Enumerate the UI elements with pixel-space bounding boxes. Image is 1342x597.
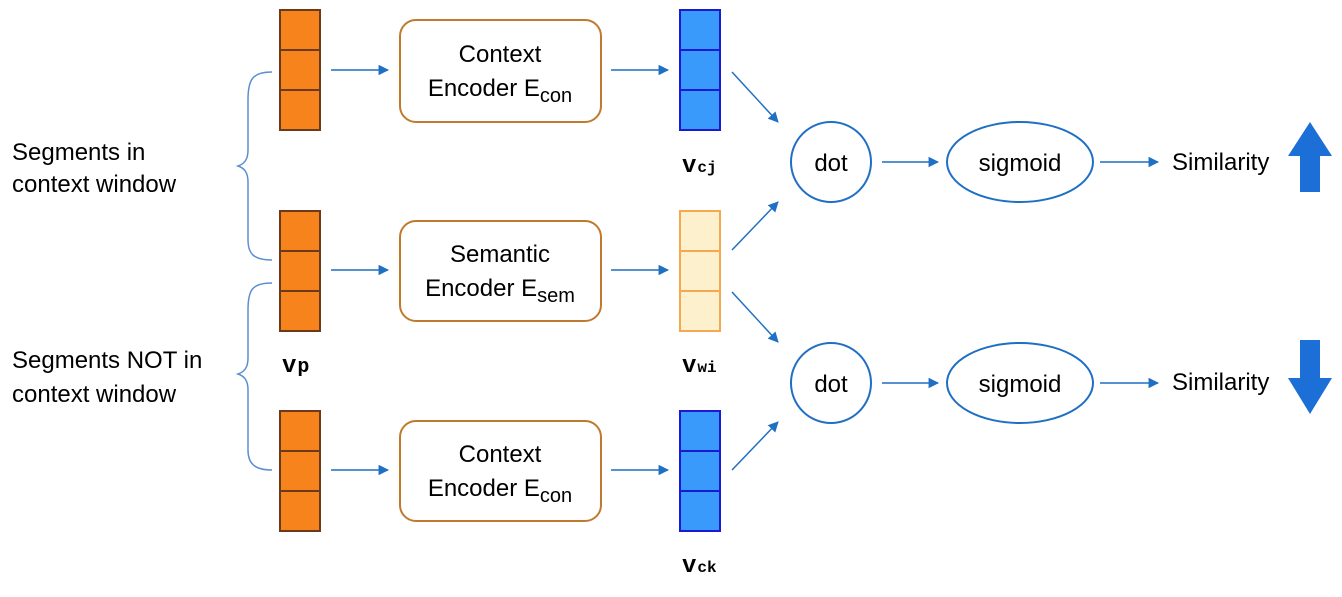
arrow-vwi-to-dot-bottom: [731, 291, 779, 343]
encoder-middle-line1: Semantic: [450, 241, 550, 268]
sigmoid-node-top: sigmoid: [946, 121, 1094, 203]
context-encoder-bottom: Context Encoder Econ: [399, 420, 602, 522]
dot-top-label: dot: [814, 150, 848, 177]
sigmoid-top-label: sigmoid: [979, 150, 1062, 177]
context-encoder-top: Context Encoder Econ: [399, 19, 602, 123]
context-vector-ck: [679, 410, 721, 532]
similarity-top-label: Similarity: [1172, 149, 1269, 176]
in-window-label-line1: Segments in: [12, 139, 145, 166]
input-vector-middle: [279, 210, 321, 332]
brace-not-in-window: [235, 282, 273, 471]
in-window-label-line2: context window: [12, 171, 177, 198]
sigmoid-node-bottom: sigmoid: [946, 342, 1094, 424]
dot-bottom-label: dot: [814, 371, 848, 398]
encoder-bottom-line2: Encoder Econ: [428, 475, 572, 507]
input-vector-label: vp: [282, 353, 309, 380]
dot-node-top: dot: [790, 121, 872, 203]
not-in-window-label-line1: Segments NOT in: [12, 347, 202, 374]
context-vector-cj: [679, 9, 721, 131]
sigmoid-bottom-label: sigmoid: [979, 371, 1062, 398]
vector-ck-label: vck: [682, 553, 717, 580]
arrow-vwi-to-dot-top: [731, 201, 779, 251]
encoder-bottom-line1: Context: [459, 441, 542, 468]
up-arrow-icon: [1288, 122, 1332, 192]
similarity-bottom-label: Similarity: [1172, 369, 1269, 396]
vector-wi-label: vwi: [682, 353, 717, 380]
encoder-top-line1: Context: [459, 41, 542, 68]
arrow-vcj-to-dot-top: [731, 71, 779, 123]
semantic-encoder: Semantic Encoder Esem: [399, 220, 602, 322]
down-arrow-icon: [1288, 340, 1332, 414]
not-in-window-label-line2: context window: [12, 381, 177, 408]
arrow-vck-to-dot-bottom: [731, 421, 779, 471]
vector-cj-label: vcj: [682, 153, 717, 180]
semantic-vector-wi: [679, 210, 721, 332]
input-vector-bottom: [279, 410, 321, 532]
input-vector-top: [279, 9, 321, 131]
encoder-top-line2: Encoder Econ: [428, 75, 572, 107]
dot-node-bottom: dot: [790, 342, 872, 424]
brace-in-window: [235, 71, 273, 261]
encoder-middle-line2: Encoder Esem: [425, 275, 575, 307]
